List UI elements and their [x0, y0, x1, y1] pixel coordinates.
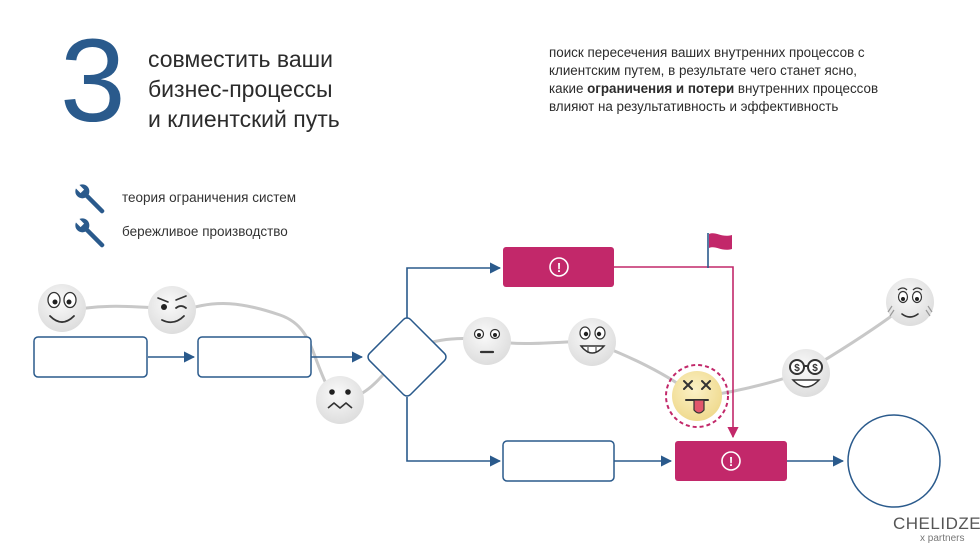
grimacing-face-icon: [316, 376, 364, 424]
description-line-3-post: внутренних процессов: [734, 81, 879, 96]
alert-icon: [721, 451, 741, 471]
neutral-face-icon: [463, 317, 511, 365]
happy-face-icon: [38, 284, 86, 332]
tool-label-lean: бережливое производство: [122, 224, 288, 239]
title-line-1: совместить ваши: [148, 46, 333, 72]
end-circle: [847, 414, 941, 508]
customer-journey-curve: [61, 300, 911, 402]
process-box-lower: [502, 440, 615, 482]
brand-logo-sub: x partners: [920, 533, 965, 544]
alert-symbol-lower: !: [729, 454, 733, 469]
process-box-1: [33, 336, 148, 378]
constraint-connector: [614, 266, 739, 439]
description-line-3: какие ограничения и потери внутренних пр…: [549, 80, 939, 98]
flag-icon: [707, 233, 732, 268]
alert-icon: [549, 257, 569, 277]
winking-face-icon: [148, 286, 196, 334]
process-box-2: [197, 336, 312, 378]
dizzy-tongue-face-icon: [665, 364, 729, 428]
description-line-2: клиентским путем, в результате чего стан…: [549, 63, 858, 78]
wrench-icon: [74, 217, 105, 248]
description: поиск пересечения ваших внутренних проце…: [549, 44, 939, 116]
title-line-2: бизнес-процессы: [148, 76, 333, 102]
description-line-4: влияют на результативность и эффективнос…: [549, 99, 839, 114]
brand-logo: CHELIDZE: [893, 514, 980, 533]
svg-text:$: $: [812, 363, 818, 374]
constraint-box-upper: [503, 247, 614, 287]
description-line-3-pre: какие: [549, 81, 588, 96]
step-number: 3: [60, 15, 126, 147]
flow-arrow-upper: [406, 262, 502, 318]
svg-text:$: $: [794, 363, 800, 374]
decision-diamond: [367, 317, 447, 397]
description-line-1: поиск пересечения ваших внутренних проце…: [549, 45, 865, 60]
grinning-face-icon: [568, 318, 616, 366]
worried-face-icon: [886, 278, 934, 326]
title-line-3: и клиентский путь: [148, 106, 340, 132]
tool-label-toc: теория ограничения систем: [122, 190, 297, 205]
constraint-box-lower: [675, 441, 787, 481]
flow-arrow-lower: [406, 397, 502, 467]
money-eyes-face-icon: $ $: [782, 349, 830, 397]
description-highlight: ограничения и потери: [587, 81, 735, 96]
alert-symbol-upper: !: [557, 260, 561, 275]
wrench-icon: [74, 183, 105, 214]
